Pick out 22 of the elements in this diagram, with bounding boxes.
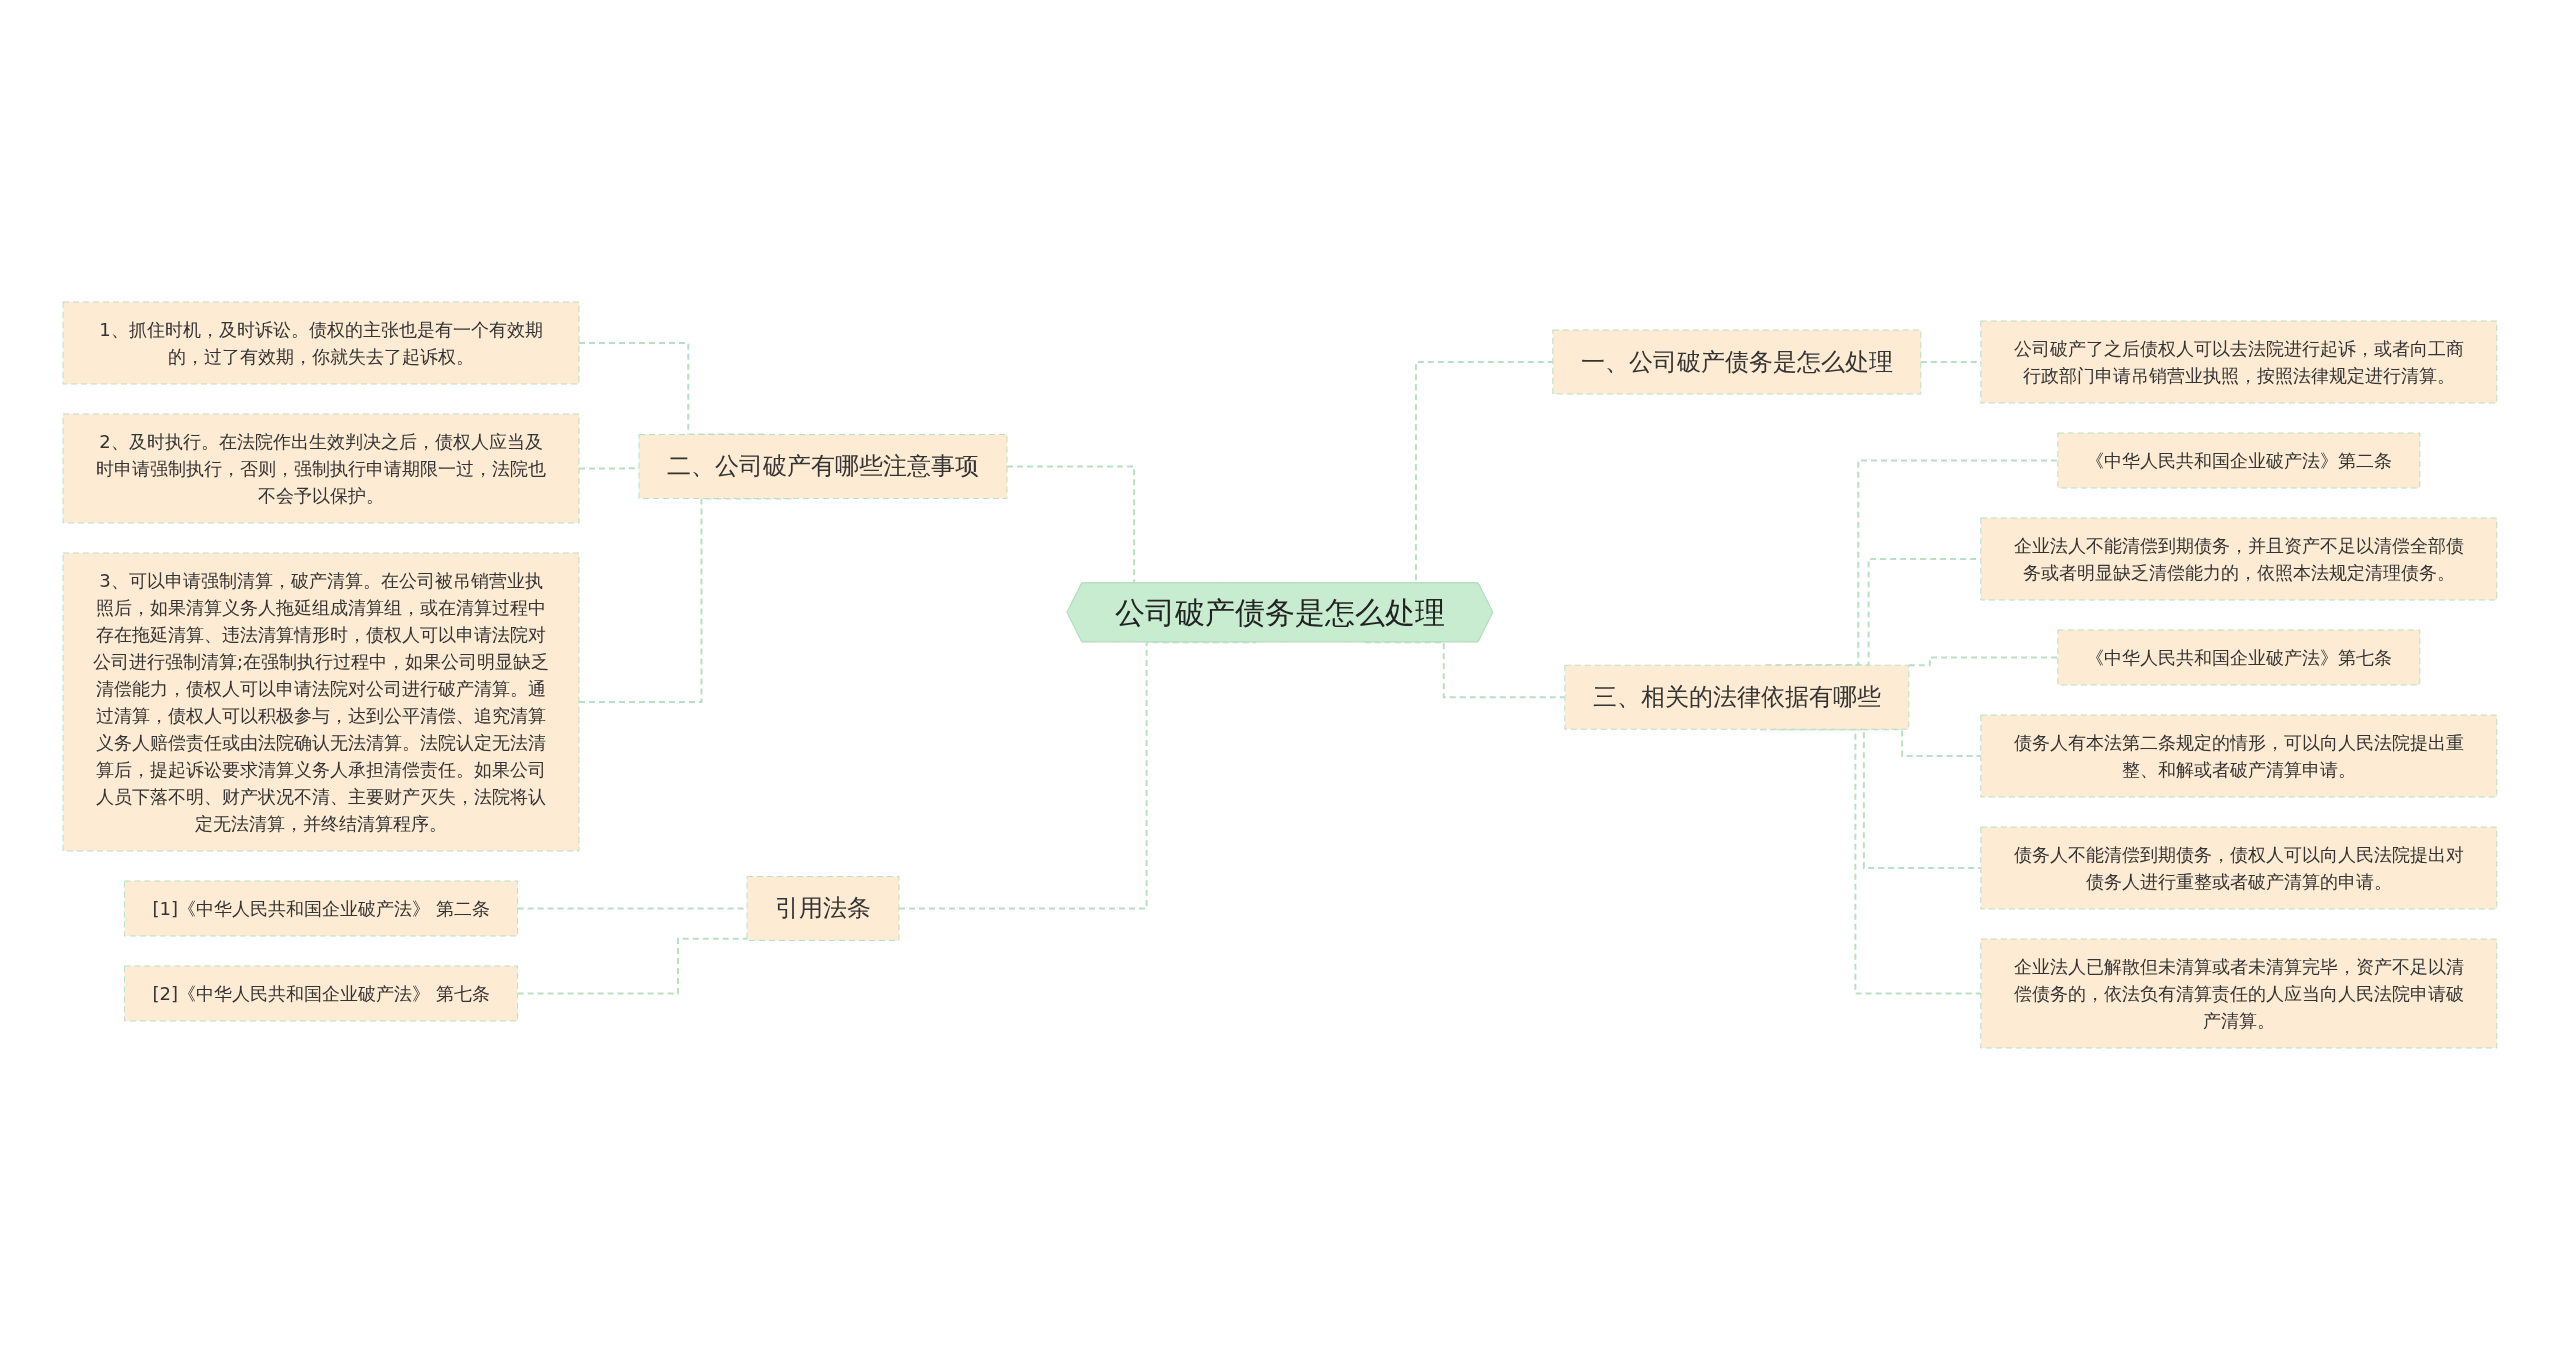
node-box: 《中华人民共和国企业破产法》第七条 xyxy=(2057,629,2421,685)
node-box: 三、相关的法律依据有哪些 xyxy=(1564,664,1910,730)
node-box: 公司破产了之后债权人可以去法院进行起诉，或者向工商行政部门申请吊销营业执照，按照法律规定进行清算。 xyxy=(1980,320,2498,403)
node-box: 《中华人民共和国企业破产法》第二条 xyxy=(2057,432,2421,488)
node-box: 1、抓住时机，及时诉讼。债权的主张也是有一个有效期的，过了有效期，你就失去了起诉权。 xyxy=(62,301,580,384)
node-box: 二、公司破产有哪些注意事项 xyxy=(638,433,1008,499)
connector xyxy=(1907,656,2059,666)
connector xyxy=(516,937,749,994)
connector xyxy=(1776,727,1982,869)
connector xyxy=(898,640,1258,909)
node-box: 企业法人不能清偿到期债务，并且资产不足以清偿全部债务或者明显缺乏清偿能力的，依照本法规定清理债务。 xyxy=(1980,517,2498,600)
node-box: [1]《中华人民共和国企业破产法》 第二条 xyxy=(124,880,519,936)
node-box: 债务人不能清偿到期债务，债权人可以向人民法院提出对债务人进行重整或者破产清算的申请。 xyxy=(1980,826,2498,909)
node-box: 企业法人已解散但未清算或者未清算完毕，资产不足以清偿债务的，依法负有清算责任的人应当向人民法院申请破产清算。 xyxy=(1980,938,2498,1048)
node-box: 3、可以申请强制清算，破产清算。在公司被吊销营业执照后，如果清算义务人拖延组成清算组，或在清算过程中存在拖延清算、违法清算情形时，债权人可以申请法院对公司进行强制清算;在强制执行过程中，如果公司明显缺乏清偿能力，债权人可以申请法院对公司进行破产清算。通过清算，债权人可以积极参与，达到公平清偿、追究清算义务人赔偿责任或由法院确认无法清算。法院认定无法清算后，提起诉讼要求清算义务人承担清偿责任。如果公司人员下落不明、财产状况不清、主要财产灭失，法院将认定无法清算，并终结清算程序。 xyxy=(62,552,580,851)
connector xyxy=(1759,727,1982,994)
node-box: [2]《中华人民共和国企业破产法》 第七条 xyxy=(124,965,519,1021)
node-box: 一、公司破产债务是怎么处理 xyxy=(1552,329,1922,394)
node-box: 2、及时执行。在法院作出生效判决之后，债权人应当及时申请强制执行，否则，强制执行申请期限一过，法院也不会予以保护。 xyxy=(62,413,580,523)
node-box: 引用法条 xyxy=(746,875,900,941)
connector xyxy=(1363,640,1566,698)
node-box: 债务人有本法第二条规定的情形，可以向人民法院提出重整、和解或者破产清算申请。 xyxy=(1980,714,2498,797)
